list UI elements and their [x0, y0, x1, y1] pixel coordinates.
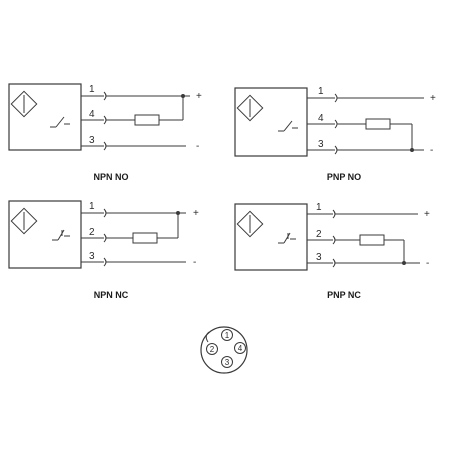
pin-number: 3: [89, 251, 95, 262]
sensor-symbol-icon: [10, 207, 38, 235]
diagram-title: PNP NC: [327, 290, 361, 300]
nc-switch-icon: [278, 232, 296, 244]
sensor-symbol-icon: [10, 90, 38, 118]
diagram-title: NPN NC: [94, 290, 129, 300]
sensor-body: [234, 203, 308, 271]
connector-face: [200, 326, 248, 374]
pin-wire: [81, 141, 186, 151]
pin-wire: [307, 145, 424, 155]
pin-wire: [81, 257, 186, 267]
connector-pinout: 1 2 4 3: [200, 326, 248, 374]
pin-number: 3: [316, 252, 322, 263]
pin-number: 2: [89, 227, 95, 238]
pin-wire: [307, 209, 418, 219]
connector-pin-number: 3: [225, 358, 230, 367]
connector-pin-number: 1: [225, 331, 230, 340]
diagram-pnp-nc: 1 2 3 + - PNP NC: [234, 202, 430, 300]
polarity-label: +: [196, 91, 202, 102]
sensor-symbol-icon: [236, 94, 264, 122]
pin-number: 1: [89, 84, 95, 95]
connector-pin-number: 4: [238, 344, 243, 353]
pin-number: 3: [89, 135, 95, 146]
pin-number: 2: [316, 229, 322, 240]
diagram-pnp-no: 1 4 3 + - PNP NO: [234, 86, 436, 182]
connector-pin: 4: [234, 342, 246, 354]
connector-pin: 2: [206, 343, 218, 355]
no-switch-icon: [278, 120, 298, 132]
pin-wire: [81, 213, 179, 244]
diagram-npn-no: 1 4 3 + - NPN NO: [8, 83, 202, 182]
diagram-title: NPN NO: [93, 172, 128, 182]
connector-pin: 3: [221, 356, 233, 368]
polarity-label: +: [430, 93, 436, 104]
sensor-body: [8, 200, 82, 269]
pin-wire: [307, 234, 406, 265]
pin-wire: [81, 208, 186, 218]
pin-number: 1: [89, 201, 95, 212]
diagram-title: PNP NO: [327, 172, 361, 182]
polarity-label: -: [430, 145, 433, 156]
load-resistor: [365, 118, 391, 130]
connector-pin-number: 2: [210, 345, 215, 354]
pin-number: 3: [318, 139, 324, 150]
sensor-body: [8, 83, 82, 151]
polarity-label: +: [424, 209, 430, 220]
pin-wire: [307, 118, 414, 152]
polarity-label: +: [193, 208, 199, 219]
pin-number: 4: [318, 113, 324, 124]
pin-number: 1: [316, 202, 322, 213]
pin-number: 1: [318, 86, 324, 97]
load-resistor: [134, 114, 160, 126]
load-resistor: [359, 234, 385, 246]
polarity-label: -: [196, 141, 199, 152]
connector-key-icon: [205, 331, 210, 343]
diagram-npn-nc: 1 2 3 + - NPN NC: [8, 200, 199, 300]
connector-pin: 1: [221, 329, 233, 341]
nc-switch-icon: [52, 229, 70, 241]
sensor-body: [234, 87, 308, 157]
pin-number: 4: [89, 109, 95, 120]
load-resistor: [132, 232, 158, 244]
pin-wire: [307, 258, 420, 268]
no-switch-icon: [50, 116, 70, 128]
pin-wire: [81, 91, 183, 101]
sensor-symbol-icon: [236, 210, 264, 238]
polarity-label: -: [193, 257, 196, 268]
pin-wire: [307, 93, 424, 103]
pin-wire: [81, 94, 185, 126]
polarity-label: -: [426, 258, 429, 269]
